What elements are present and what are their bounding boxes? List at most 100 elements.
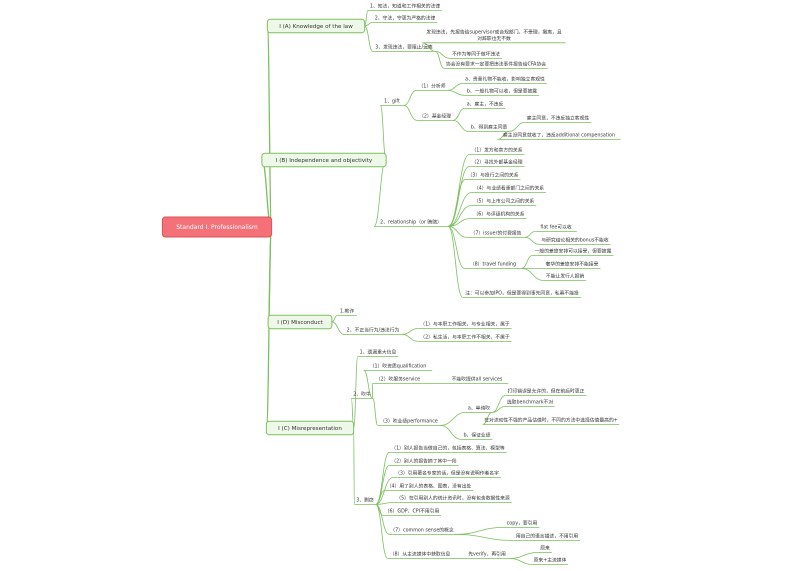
- topic-node[interactable]: （1）与本职工作相关，与专业相关，属于: [418, 321, 511, 329]
- branch-node[interactable]: I (C) Misrepresentation: [266, 421, 353, 435]
- topic-node[interactable]: 注：可以参加IPO，但是要得到事先同意，私募不能投: [463, 290, 581, 298]
- topic-node[interactable]: 打印错误是允许的，但在前后时更正: [506, 388, 587, 396]
- branch-node[interactable]: I (A) Knowledge of the law: [267, 19, 364, 33]
- topic-node[interactable]: （5）与上市公司之间的关系: [472, 198, 536, 206]
- topic-node[interactable]: （8）travel funding: [465, 262, 522, 269]
- node-label: （6）与评级机构的关系: [473, 211, 524, 218]
- topic-node[interactable]: 协会没有要求一定要把违法事件报告给CFA协会: [444, 61, 548, 69]
- node-label: b、得到雇主同意: [471, 124, 508, 131]
- node-label: 不作为等同于做坏违法: [452, 51, 500, 58]
- node-label: 2、不正当行为/违法行为: [347, 327, 400, 334]
- connector-line: [521, 255, 532, 268]
- node-label: 原来+主流媒体: [534, 557, 567, 564]
- node-label: 在对流动性不强的产品估值时，不同的方法中选择估值最高的+: [484, 417, 618, 424]
- topic-node[interactable]: 2、relationship（or 贿赂）: [374, 219, 448, 227]
- topic-node[interactable]: （2）吹服务service: [372, 376, 423, 384]
- topic-node[interactable]: （3）引用著名专家的话，但是没有说明作者名字: [393, 470, 501, 478]
- topic-node[interactable]: （5）在引用别人的统计资讯时，没有包含数据性来源: [394, 495, 511, 503]
- topic-node[interactable]: （2）别人的报告摘了其中一段: [389, 458, 458, 466]
- topic-node[interactable]: （6）GDP、CPI不用引用: [383, 508, 441, 516]
- topic-node[interactable]: （1）吹资质qualification: [364, 363, 432, 371]
- topic-node[interactable]: 先verify，再引用: [464, 551, 509, 559]
- topic-node[interactable]: （6）与评级机构的关系: [472, 211, 527, 219]
- topic-node[interactable]: 1、知法，知道和工作相关的法律: [368, 3, 442, 11]
- topic-node[interactable]: b、保证业绩: [462, 432, 493, 440]
- topic-node[interactable]: 一般的差旅安排可以接受，但要披露: [533, 248, 614, 256]
- connector-line: [332, 322, 344, 334]
- node-label: I (A) Knowledge of the law: [279, 24, 353, 30]
- root-node[interactable]: Standard I. Professionalism: [162, 217, 271, 237]
- topic-node[interactable]: 原来+主流媒体: [532, 557, 568, 565]
- topic-node[interactable]: 3、剽窃: [354, 497, 375, 505]
- topic-node[interactable]: 雇主没同意就收了，违反additional compensation: [497, 132, 620, 140]
- topic-node[interactable]: 2、吹牛: [351, 391, 372, 399]
- connector-line: [448, 226, 463, 297]
- topic-node[interactable]: b、一般礼物可以收，但是要披露: [465, 88, 539, 96]
- topic-node[interactable]: （2）寻找外部基金经理: [470, 159, 525, 167]
- topic-node[interactable]: （2）基金经理: [417, 113, 453, 121]
- topic-node[interactable]: 雇主同意，不违反独立客观性: [525, 115, 591, 123]
- topic-node[interactable]: 用自己的语言描述，不用引用: [514, 533, 580, 541]
- topic-node[interactable]: （4）用了别人的表格、图表，没有出处: [385, 483, 473, 491]
- topic-node[interactable]: （7）issuer的付费报告: [467, 230, 525, 238]
- topic-node[interactable]: （1）发方和卖方的关系: [470, 147, 525, 155]
- topic-node[interactable]: 不作为等同于做坏违法: [450, 51, 502, 59]
- node-label: （1）吹资质qualification: [370, 363, 427, 370]
- topic-node[interactable]: 2、不正当行为/违法行为: [344, 327, 402, 335]
- node-label: 一般的差旅安排可以接受，但要披露: [535, 248, 612, 255]
- node-label: （5）与上市公司之间的关系: [474, 198, 535, 205]
- topic-node[interactable]: （1）分析师: [417, 83, 448, 91]
- topic-node[interactable]: copy，要引用: [505, 520, 540, 528]
- connector-line: [380, 105, 386, 160]
- connector-line: [354, 428, 355, 504]
- topic-node[interactable]: 奢华的差旅安排不能接受: [544, 261, 601, 269]
- topic-node[interactable]: （4）与业绩看重部门之间的关系: [472, 185, 546, 193]
- connector-line: [448, 179, 466, 226]
- node-label: I (C) Misrepresentation: [278, 426, 342, 432]
- connector-line: [448, 154, 470, 226]
- connector-line: [448, 226, 465, 268]
- connector-line: [402, 328, 418, 334]
- node-label: （8）travel funding: [470, 262, 516, 268]
- topic-node[interactable]: 与研究结论相关的bonus不能收: [539, 237, 610, 245]
- topic-node[interactable]: a、单纯吹: [466, 405, 492, 413]
- connector-line: [435, 51, 444, 68]
- topic-node[interactable]: （2）私生活，与本职工作不相关，不属于: [418, 334, 511, 342]
- topic-node[interactable]: 选取benchmark不对: [505, 399, 554, 407]
- branch-node[interactable]: I (D) Misconduct: [268, 315, 332, 329]
- topic-node[interactable]: a、雇主，不违反: [465, 101, 505, 109]
- connector-line: [448, 192, 472, 226]
- topic-node[interactable]: 3、发现违法，要阻止/远离: [373, 44, 436, 52]
- topic-node[interactable]: a、贵重礼物不能收，影响独立客观性: [463, 76, 547, 84]
- branch-node[interactable]: I (B) Independence and objectivity: [262, 153, 386, 167]
- node-label: （3）与投行之间的关系: [467, 172, 518, 179]
- topic-node[interactable]: 1、遗漏重大信息: [358, 349, 398, 357]
- topic-node[interactable]: 1、gift: [380, 99, 403, 106]
- node-label: （1）别人报告当做自己的，包括表格、算法、模型等: [391, 445, 505, 452]
- node-label: 雇主没同意就收了，违反additional compensation: [503, 132, 615, 139]
- topic-node[interactable]: （3）与投行之间的关系: [466, 172, 521, 180]
- topic-node[interactable]: （1）别人报告当做自己的，包括表格、算法、模型等: [389, 445, 506, 453]
- connector-line: [455, 527, 505, 534]
- node-label: flat fee可以收: [540, 224, 572, 231]
- topic-node[interactable]: 不能让发行人报销: [544, 273, 586, 281]
- topic-node[interactable]: 不能吹提供all services: [446, 376, 509, 384]
- topic-node[interactable]: 原来: [538, 546, 552, 553]
- node-label: 用自己的语言描述，不用引用: [516, 533, 579, 540]
- node-label: a、单纯吹: [468, 405, 490, 412]
- topic-node[interactable]: flat fee可以收: [535, 224, 576, 232]
- topic-node[interactable]: （7）common sense的概念: [389, 527, 454, 535]
- connector-line: [447, 90, 465, 95]
- topic-node[interactable]: （3）吹业绩performance: [378, 418, 441, 426]
- node-label: （6）GDP、CPI不用引用: [385, 508, 440, 515]
- topic-node[interactable]: 发现违法，先报告给supervisor或合规部门。不受理，撤离，且对辞职也无不数: [422, 28, 565, 43]
- topic-node[interactable]: 1.欺诈: [337, 308, 356, 316]
- connector-line: [435, 51, 450, 58]
- topic-node[interactable]: b、得到雇主同意: [469, 124, 509, 132]
- topic-node[interactable]: （8）从主流媒体中获取信息: [388, 551, 452, 559]
- connector-line: [402, 334, 418, 341]
- topic-node[interactable]: 2、守法，守更为严格的法律: [373, 15, 437, 23]
- node-label: （2）别人的报告摘了其中一段: [391, 458, 457, 465]
- topic-node[interactable]: 在对流动性不强的产品估值时，不同的方法中选择估值最高的+: [483, 417, 619, 425]
